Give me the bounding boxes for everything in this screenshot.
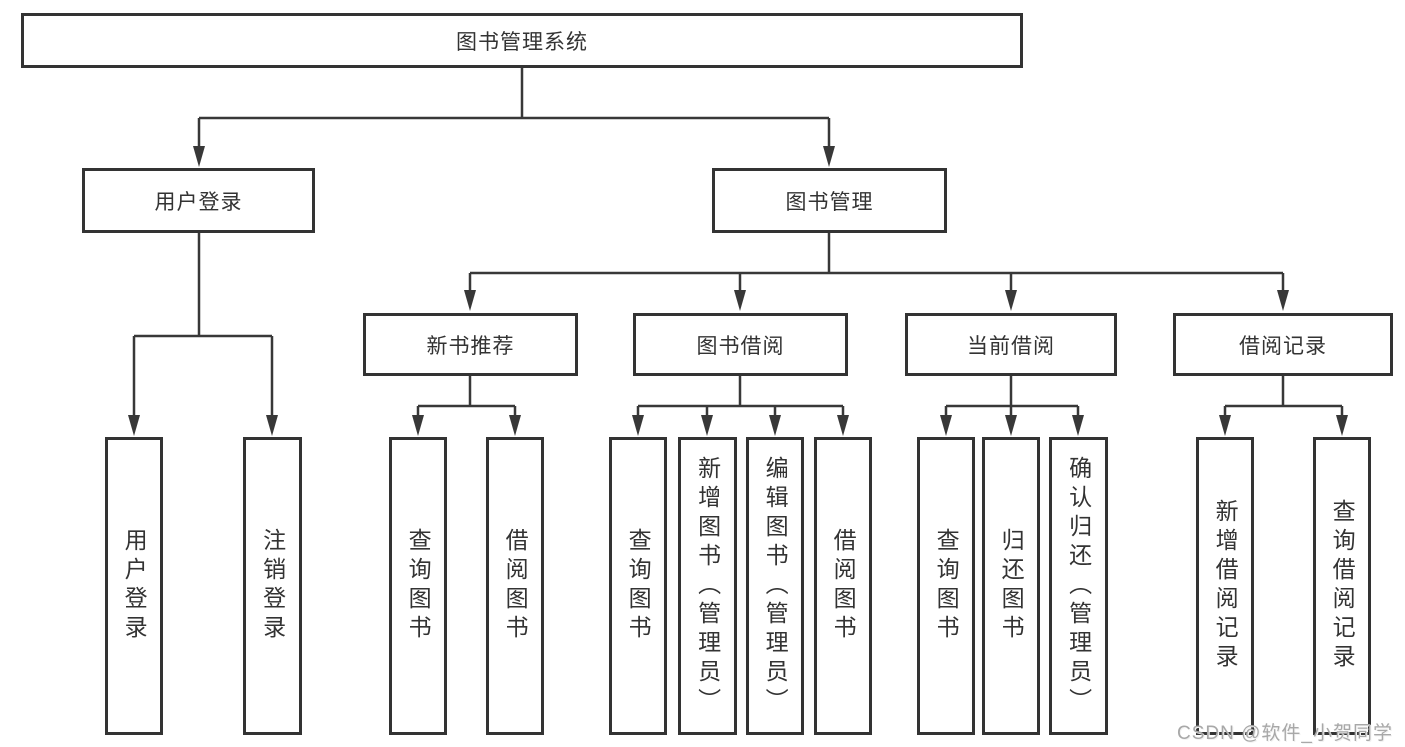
node-current-borrowing: 当前借阅 xyxy=(905,313,1117,376)
leaf-borrow-books: 借阅图书 xyxy=(814,437,872,735)
leaf-add-borrow-record-label: 新增借阅记录 xyxy=(1212,499,1239,673)
leaf-add-borrow-record: 新增借阅记录 xyxy=(1196,437,1254,735)
leaf-add-books-admin-label: 新增图书（管理员） xyxy=(694,455,721,717)
leaf-user-login-label: 用户登录 xyxy=(121,528,148,644)
leaf-user-login: 用户登录 xyxy=(105,437,163,735)
node-book-management: 图书管理 xyxy=(712,168,947,233)
leaf-edit-books-admin-label: 编辑图书（管理员） xyxy=(762,455,789,717)
leaf-borrow-books-recommend: 借阅图书 xyxy=(486,437,544,735)
leaf-return-books: 归还图书 xyxy=(982,437,1040,735)
node-root: 图书管理系统 xyxy=(21,13,1023,68)
node-user-login: 用户登录 xyxy=(82,168,315,233)
leaf-query-books-borrowing-label: 查询图书 xyxy=(625,528,652,644)
leaf-query-books-recommend-label: 查询图书 xyxy=(405,528,432,644)
leaf-logout: 注销登录 xyxy=(243,437,302,735)
watermark: CSDN @软件_小贺同学 xyxy=(1177,723,1393,744)
node-book-management-label: 图书管理 xyxy=(785,190,874,214)
node-borrow-records: 借阅记录 xyxy=(1173,313,1393,376)
leaf-confirm-return-admin-label: 确认归还（管理员） xyxy=(1065,455,1092,717)
node-root-label: 图书管理系统 xyxy=(456,30,588,54)
leaf-add-books-admin: 新增图书（管理员） xyxy=(678,437,737,735)
node-book-borrowing: 图书借阅 xyxy=(633,313,848,376)
leaf-query-books-current: 查询图书 xyxy=(917,437,975,735)
node-user-login-label: 用户登录 xyxy=(154,190,243,214)
node-book-borrowing-label: 图书借阅 xyxy=(696,334,785,358)
leaf-edit-books-admin: 编辑图书（管理员） xyxy=(746,437,804,735)
leaf-query-borrow-record: 查询借阅记录 xyxy=(1313,437,1371,735)
node-borrow-records-label: 借阅记录 xyxy=(1239,334,1327,358)
leaf-borrow-books-label: 借阅图书 xyxy=(830,528,857,644)
leaf-return-books-label: 归还图书 xyxy=(998,528,1025,644)
leaf-logout-label: 注销登录 xyxy=(259,528,286,644)
leaf-borrow-books-recommend-label: 借阅图书 xyxy=(502,528,529,644)
leaf-query-books-borrowing: 查询图书 xyxy=(609,437,667,735)
leaf-query-books-recommend: 查询图书 xyxy=(389,437,447,735)
leaf-confirm-return-admin: 确认归还（管理员） xyxy=(1049,437,1108,735)
leaf-query-books-current-label: 查询图书 xyxy=(933,528,960,644)
node-current-borrowing-label: 当前借阅 xyxy=(967,334,1055,358)
node-new-book-recommend: 新书推荐 xyxy=(363,313,578,376)
node-new-book-recommend-label: 新书推荐 xyxy=(426,334,515,358)
leaf-query-borrow-record-label: 查询借阅记录 xyxy=(1329,499,1356,673)
